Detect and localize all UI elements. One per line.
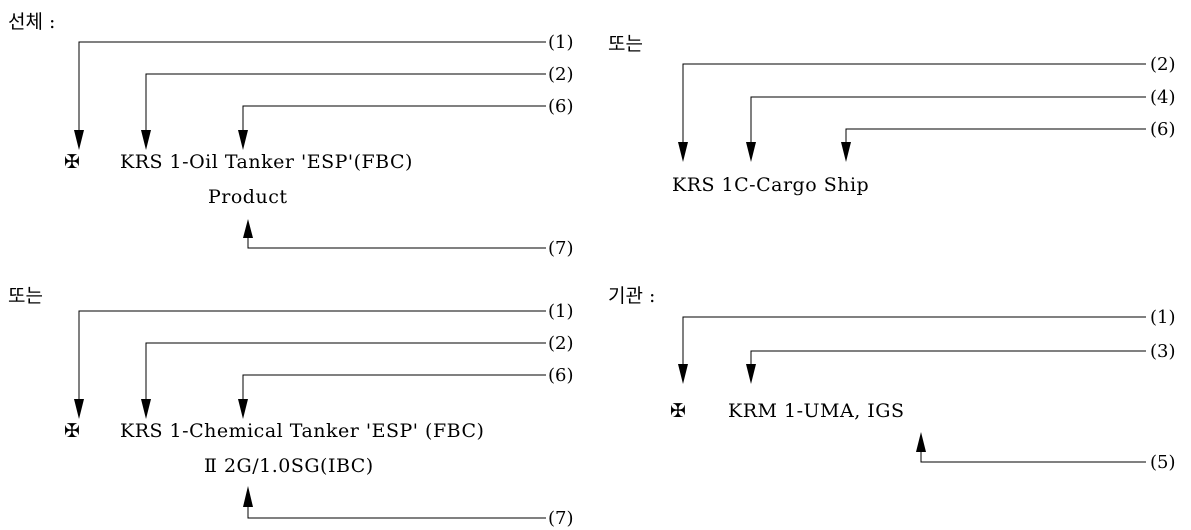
leader-line-1 <box>78 310 546 403</box>
diagram-machinery: (1) (3) (5) ✠ KRM 1-UMA, IGS <box>670 307 1176 473</box>
ref-label-7: (7) <box>548 238 574 259</box>
leader-line-6 <box>845 128 1146 146</box>
maltese-cross-icon: ✠ <box>670 400 686 422</box>
ref-label-2: (2) <box>548 333 574 354</box>
ref-label-3: (3) <box>1150 341 1176 362</box>
diagram-cargo-ship: (2) (4) (6) KRS 1C-Cargo Ship <box>672 54 1176 196</box>
maltese-cross-icon: ✠ <box>64 151 80 173</box>
ref-label-2: (2) <box>548 64 574 85</box>
ref-label-1: (1) <box>1150 307 1176 328</box>
ref-label-5: (5) <box>1150 452 1176 473</box>
leader-line-6 <box>242 105 546 134</box>
ref-label-6: (6) <box>548 365 574 386</box>
notation-text: KRS 1C-Cargo Ship <box>672 174 869 196</box>
ref-label-1: (1) <box>548 32 574 53</box>
leader-line-1 <box>682 316 1146 368</box>
arrowhead-1 <box>74 130 84 150</box>
arrowhead-6 <box>841 142 851 162</box>
ref-label-6: (6) <box>1150 119 1176 140</box>
leader-line-2 <box>145 342 546 403</box>
arrowhead-2 <box>141 130 151 150</box>
ref-label-7: (7) <box>548 508 574 529</box>
leader-line-5 <box>920 448 1146 463</box>
maltese-cross-icon: ✠ <box>64 420 80 442</box>
leader-line-1 <box>78 41 546 134</box>
leader-line-4 <box>750 96 1146 146</box>
notation-subtext: Product <box>208 186 287 208</box>
arrowhead-6 <box>238 130 248 150</box>
arrowhead-1 <box>74 399 84 419</box>
leader-line-2 <box>145 73 546 134</box>
diagram-chemical-tanker: (1) (2) (6) (7) ✠ KRS 1-Chemical Tanker … <box>64 301 574 529</box>
arrowhead-5 <box>916 432 926 452</box>
heading-or-2: 또는 <box>8 285 43 307</box>
arrowhead-2 <box>141 399 151 419</box>
arrowhead-7 <box>243 486 253 507</box>
notation-subtext: Ⅱ 2G/1.0SG(IBC) <box>204 455 374 477</box>
arrowhead-1 <box>678 364 688 384</box>
diagram-oil-tanker: (1) (2) (6) (7) ✠ KRS 1-Oil Tanker 'ESP'… <box>64 32 574 259</box>
heading-or-1: 또는 <box>608 33 643 55</box>
arrowhead-4 <box>746 142 756 162</box>
leader-line-6 <box>242 374 546 403</box>
notation-text: KRS 1-Chemical Tanker 'ESP' (FBC) <box>120 420 484 442</box>
ref-label-2: (2) <box>1150 54 1176 75</box>
leader-line-2 <box>682 63 1146 146</box>
ref-label-1: (1) <box>548 301 574 322</box>
arrowhead-3 <box>746 364 756 384</box>
arrowhead-7 <box>243 219 253 238</box>
arrowhead-6 <box>238 399 248 419</box>
leader-line-7 <box>247 234 546 249</box>
notation-text: KRM 1-UMA, IGS <box>728 400 904 422</box>
notation-text: KRS 1-Oil Tanker 'ESP'(FBC) <box>120 151 413 173</box>
arrowhead-2 <box>678 142 688 162</box>
leader-line-7 <box>247 503 546 519</box>
heading-machinery: 기관 : <box>608 285 655 307</box>
leader-line-3 <box>750 350 1146 368</box>
ref-label-4: (4) <box>1150 87 1176 108</box>
heading-hull: 선체 : <box>8 11 55 33</box>
ref-label-6: (6) <box>548 96 574 117</box>
